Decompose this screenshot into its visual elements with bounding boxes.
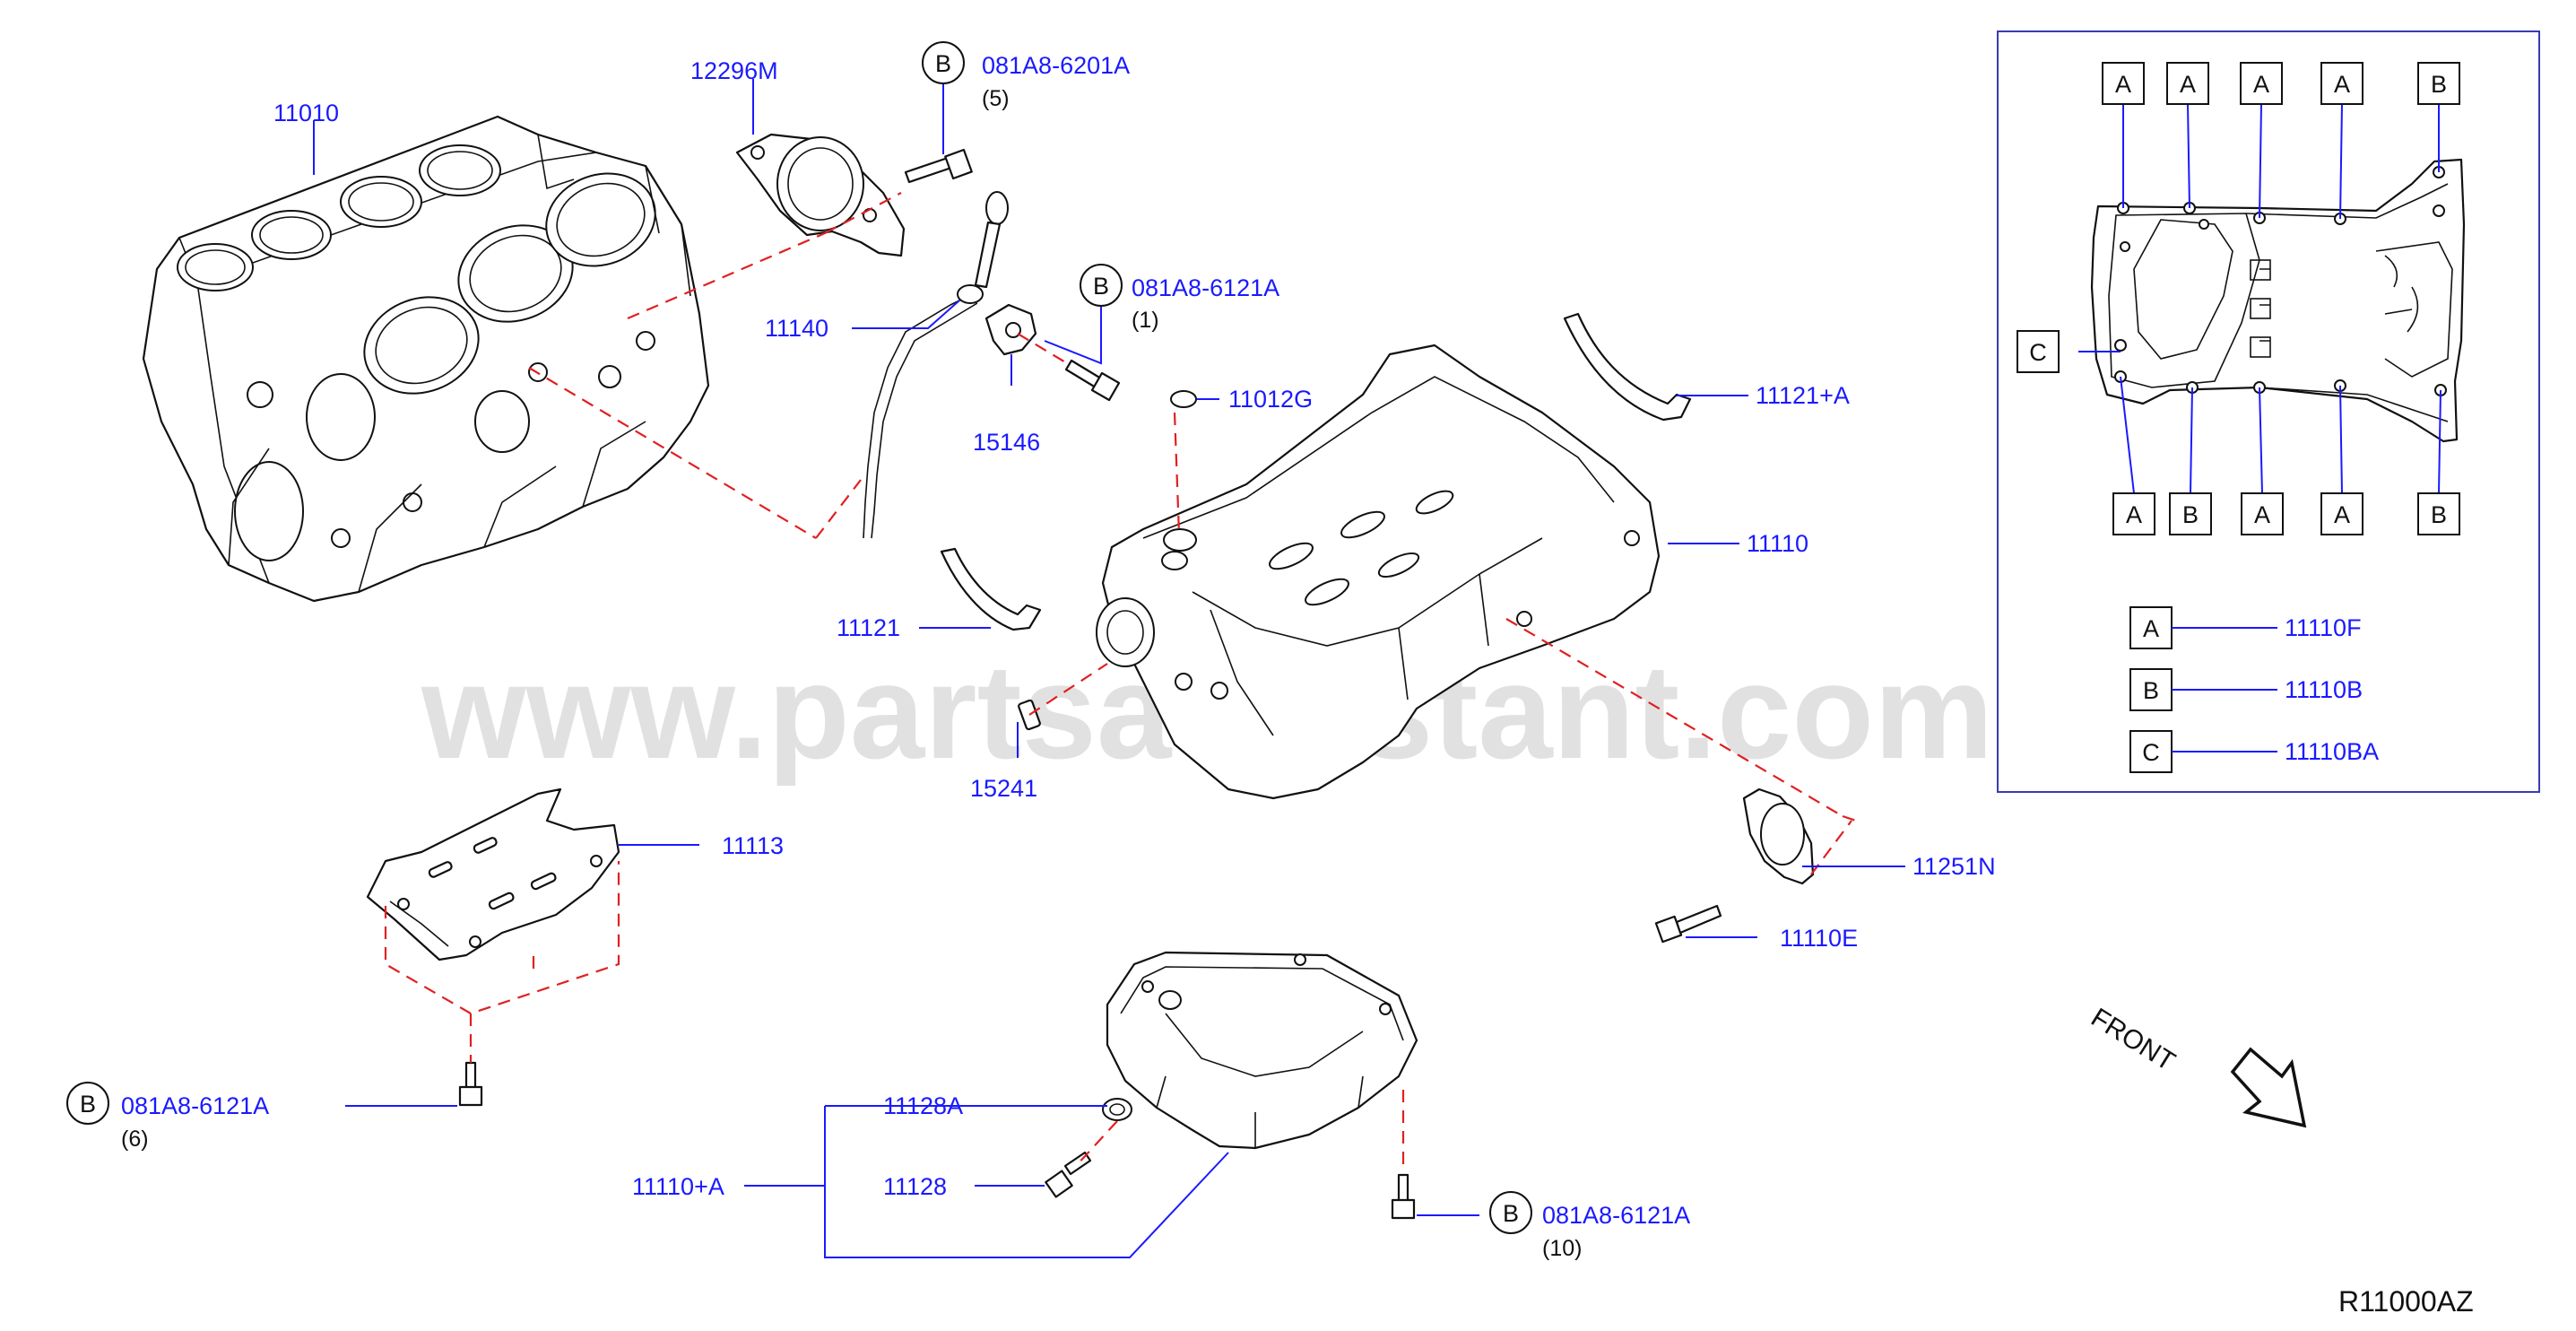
inset-top-marker: A xyxy=(2115,71,2131,98)
svg-text:B: B xyxy=(80,1091,96,1118)
callout-labels: 11010 12296M 081A8-6201A (5) 11140 081A8… xyxy=(121,52,1996,1261)
qty-bolt-top: (5) xyxy=(982,86,1010,111)
svg-text:A: A xyxy=(2143,615,2159,642)
svg-text:B: B xyxy=(935,50,951,77)
callout-plate[interactable]: 11113 xyxy=(722,832,784,859)
callout-bolt-seal[interactable]: 11110E xyxy=(1780,925,1858,952)
inset-side-marker: C xyxy=(2017,330,2060,373)
hollow-arrow-icon xyxy=(2230,1047,2307,1128)
circle-marker-plate: B xyxy=(66,1082,109,1125)
inset-top-markers: A A A A B xyxy=(2102,62,2460,105)
rear-oil-seal-retainer-drawing[interactable] xyxy=(735,133,906,257)
bolt-seal-drawing[interactable] xyxy=(1654,904,1722,944)
callout-baffle-right[interactable]: 11121+A xyxy=(1756,382,1850,409)
callout-bolt-plate[interactable]: 081A8-6121A xyxy=(121,1092,269,1119)
qty-bolt-mid: (1) xyxy=(1132,308,1159,333)
svg-text:C: C xyxy=(2029,339,2047,366)
callout-bolt-lower[interactable]: 081A8-6121A xyxy=(1542,1202,1690,1229)
callout-bolt-top[interactable]: 081A8-6201A xyxy=(982,52,1130,79)
baffle-left-drawing[interactable] xyxy=(940,547,1042,631)
callout-block[interactable]: 11010 xyxy=(273,100,339,126)
bolt-lower-drawing[interactable] xyxy=(1391,1173,1416,1220)
svg-text:B: B xyxy=(1093,273,1109,300)
callout-bracket[interactable]: 15146 xyxy=(973,429,1040,456)
inset-frame xyxy=(1997,30,2540,793)
legend-part-number[interactable]: 11110B xyxy=(2285,676,2363,703)
bolt-plate-drawing[interactable] xyxy=(458,1061,483,1107)
drain-plug-drawing[interactable] xyxy=(1045,1151,1092,1198)
legend-row[interactable]: C 11110BA xyxy=(2129,730,2379,773)
callout-lower-oil-pan[interactable]: 11110+A xyxy=(632,1173,724,1200)
legend-row[interactable]: A 11110F xyxy=(2129,606,2362,649)
inset-legend: A 11110F B 11110B C 11110BA xyxy=(2129,606,2379,773)
inset-top-marker: A xyxy=(2253,71,2269,98)
svg-text:B: B xyxy=(2143,677,2159,704)
inset-top-marker: A xyxy=(2334,71,2350,98)
callout-dipstick-guide[interactable]: 11140 xyxy=(765,315,828,342)
bracket-drawing[interactable] xyxy=(984,303,1037,356)
leader-lines xyxy=(313,74,1905,1258)
qty-bolt-plate: (6) xyxy=(121,1127,149,1152)
front-oil-seal-drawing[interactable] xyxy=(1742,787,1815,885)
baffle-right-drawing[interactable] xyxy=(1563,312,1692,422)
inset-bottom-marker: A xyxy=(2334,501,2350,528)
circle-marker-lower: B xyxy=(1489,1191,1532,1234)
legend-row[interactable]: B 11110B xyxy=(2129,668,2363,711)
cylinder-block-drawing[interactable] xyxy=(142,115,710,603)
illustration-reference-code: R11000AZ xyxy=(2338,1285,2474,1318)
callout-drain-plug[interactable]: 11128 xyxy=(883,1173,947,1200)
washer-drawing[interactable] xyxy=(1102,1098,1132,1121)
oil-level-gauge-guide-drawing[interactable] xyxy=(863,191,1009,539)
inset-bottom-marker: B xyxy=(2182,501,2199,528)
circle-marker-mid: B xyxy=(1080,264,1123,307)
front-label: FRONT xyxy=(2086,1003,2180,1077)
front-indicator: FRONT xyxy=(2086,1003,2307,1128)
callout-dowel[interactable]: 15241 xyxy=(970,775,1037,802)
bolt-top-drawing[interactable] xyxy=(904,148,973,184)
lower-oil-pan-drawing[interactable] xyxy=(1106,951,1418,1150)
inset-top-marker: A xyxy=(2180,71,2196,98)
callout-front-seal[interactable]: 11251N xyxy=(1912,853,1996,880)
legend-part-number[interactable]: 11110BA xyxy=(2285,738,2379,765)
circle-markers: B B B B xyxy=(66,41,1532,1234)
callout-plug[interactable]: 11012G xyxy=(1228,386,1313,413)
legend-part-number[interactable]: 11110F xyxy=(2285,614,2362,641)
callout-washer[interactable]: 11128A xyxy=(883,1092,963,1119)
inset-bottom-marker: B xyxy=(2431,501,2447,528)
inset-top-marker: B xyxy=(2431,71,2447,98)
bolt-mid-drawing[interactable] xyxy=(1064,359,1121,402)
circle-marker-top: B xyxy=(922,41,965,84)
inset-pointer-lines xyxy=(2078,103,2442,494)
plug-drawing[interactable] xyxy=(1170,390,1197,408)
callout-baffle-left[interactable]: 11121 xyxy=(837,614,900,641)
baffle-plate-drawing[interactable] xyxy=(366,787,620,961)
qty-bolt-lower: (10) xyxy=(1542,1236,1582,1261)
svg-text:B: B xyxy=(1503,1200,1519,1227)
inset-bottom-markers: A B A A B xyxy=(2112,492,2460,535)
callout-bolt-mid[interactable]: 081A8-6121A xyxy=(1132,274,1279,301)
upper-oil-pan-drawing[interactable] xyxy=(1096,344,1661,800)
callout-rear-seal-retainer[interactable]: 12296M xyxy=(690,57,778,84)
inset-oil-pan-drawing xyxy=(2090,158,2466,443)
inset-bottom-marker: A xyxy=(2254,501,2270,528)
inset-bottom-marker: A xyxy=(2126,501,2142,528)
bolt-location-inset: A A A A B C A B A A B xyxy=(1997,30,2540,793)
svg-text:C: C xyxy=(2142,739,2160,766)
callout-upper-oil-pan[interactable]: 11110 xyxy=(1747,530,1808,557)
